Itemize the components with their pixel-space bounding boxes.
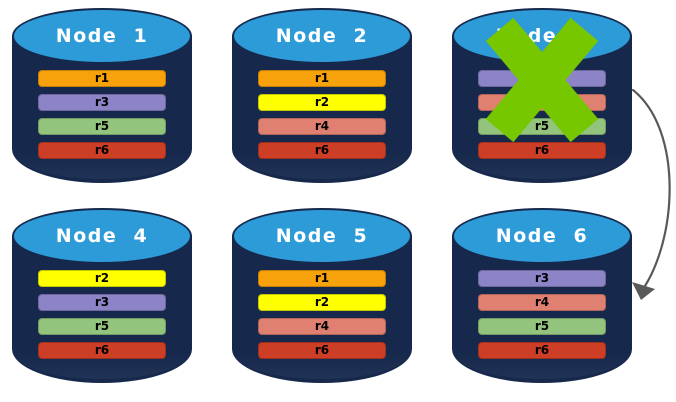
- node-label: Node 2: [275, 25, 369, 47]
- record-bar[interactable]: r5: [38, 118, 166, 135]
- node-label: Node 4: [55, 225, 149, 247]
- record-bar[interactable]: r6: [258, 142, 386, 159]
- node-label: Node 3: [495, 25, 589, 47]
- record-bar[interactable]: r2: [258, 294, 386, 311]
- node-3[interactable]: Node 3 r3 r4 r5 r6: [452, 8, 632, 186]
- cylinder-top: [232, 208, 412, 264]
- record-list: r1 r2 r4 r6: [258, 70, 386, 159]
- record-bar[interactable]: r4: [478, 294, 606, 311]
- record-bar[interactable]: r6: [478, 142, 606, 159]
- record-list: r3 r4 r5 r6: [478, 70, 606, 159]
- record-bar[interactable]: r5: [478, 118, 606, 135]
- cylinder-top: [12, 8, 192, 64]
- record-bar[interactable]: r2: [38, 270, 166, 287]
- record-bar[interactable]: r3: [478, 270, 606, 287]
- node-5[interactable]: Node 5 r1 r2 r4 r6: [232, 208, 412, 386]
- record-list: r2 r3 r5 r6: [38, 270, 166, 359]
- node-4[interactable]: Node 4 r2 r3 r5 r6: [12, 208, 192, 386]
- record-bar[interactable]: r3: [38, 94, 166, 111]
- node-6[interactable]: Node 6 r3 r4 r5 r6: [452, 208, 632, 386]
- node-1[interactable]: Node 1 r1 r3 r5 r6: [12, 8, 192, 186]
- node-label: Node 5: [275, 225, 369, 247]
- record-list: r1 r2 r4 r6: [258, 270, 386, 359]
- cylinder-top: [12, 208, 192, 264]
- record-bar[interactable]: r1: [258, 70, 386, 87]
- record-bar[interactable]: r6: [258, 342, 386, 359]
- arrow-head-icon: [632, 282, 655, 300]
- record-bar[interactable]: r1: [258, 270, 386, 287]
- record-bar[interactable]: r4: [258, 318, 386, 335]
- record-list: r3 r4 r5 r6: [478, 270, 606, 359]
- record-list: r1 r3 r5 r6: [38, 70, 166, 159]
- cylinder-top: [232, 8, 412, 64]
- node-2[interactable]: Node 2 r1 r2 r4 r6: [232, 8, 412, 186]
- record-bar[interactable]: r5: [38, 318, 166, 335]
- record-bar[interactable]: r5: [478, 318, 606, 335]
- record-bar[interactable]: r4: [478, 94, 606, 111]
- node-label: Node 1: [55, 25, 149, 47]
- record-bar[interactable]: r3: [38, 294, 166, 311]
- record-bar[interactable]: r3: [478, 70, 606, 87]
- arrow-path: [631, 88, 671, 294]
- record-bar[interactable]: r1: [38, 70, 166, 87]
- record-bar[interactable]: r6: [38, 142, 166, 159]
- record-bar[interactable]: r6: [478, 342, 606, 359]
- record-bar[interactable]: r2: [258, 94, 386, 111]
- node-label: Node 6: [495, 225, 589, 247]
- record-bar[interactable]: r4: [258, 118, 386, 135]
- record-bar[interactable]: r6: [38, 342, 166, 359]
- cylinder-top: [452, 208, 632, 264]
